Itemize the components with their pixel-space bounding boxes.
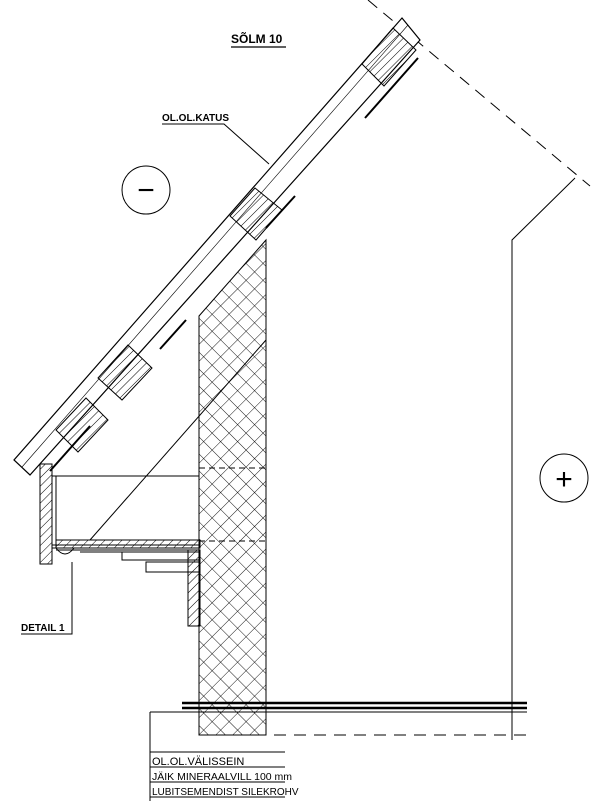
drawing-title: SÕLM 10 [231,31,283,46]
eave-detail [39,339,267,627]
legend-row-1: OL.OL.VÄLISSEIN [152,756,244,768]
exterior-zone-symbol: − [121,165,171,215]
legend-table: OL.OL.VÄLISSEIN JÄIK MINERAALVILL 100 mm… [150,751,299,798]
svg-text:+: + [555,463,573,496]
interior-zone-symbol: + [539,453,589,503]
legend-row-2: JÄIK MINERAALVILL 100 mm [152,771,292,783]
wall-insulation [198,238,267,736]
floor-slab [149,701,527,801]
interior-wall-line [511,177,576,740]
roof-membrane-lines [49,57,419,472]
roof-leader-line [162,123,270,165]
legend-row-3: LUBITSEMENDIST SILEKROHV [152,787,299,798]
detail-leader-line [21,562,73,635]
detail-label: DETAIL 1 [21,623,65,634]
roof-battens [55,27,417,453]
svg-text:−: − [137,174,155,207]
roof-label: OL.OL.KATUS [162,113,229,124]
